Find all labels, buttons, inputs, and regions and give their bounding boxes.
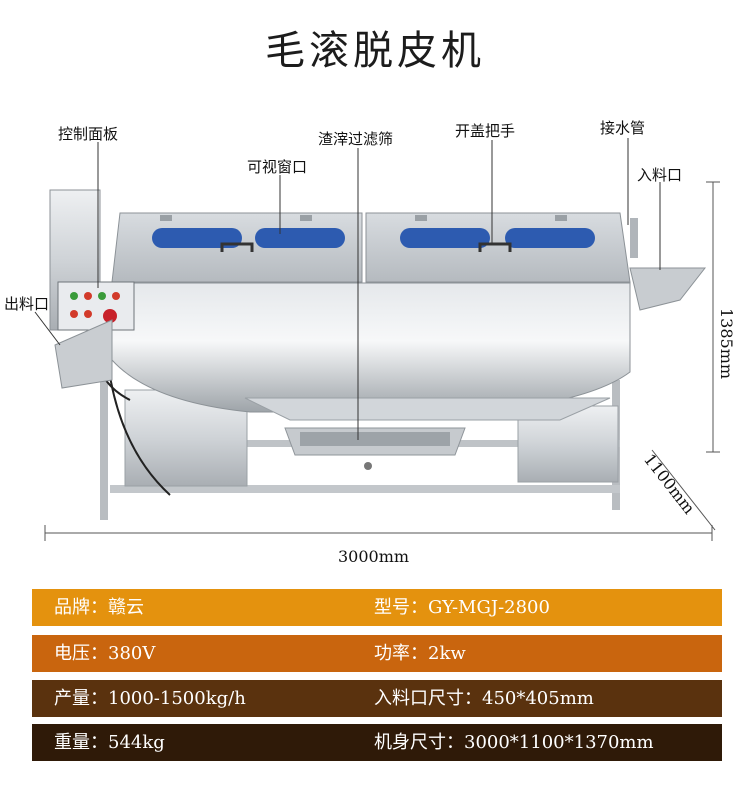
spec-row: 品牌：赣云 型号：GY-MGJ-2800 (32, 589, 722, 626)
page-title: 毛滚脱皮机 (265, 28, 485, 74)
spec-label: 型号： (374, 597, 428, 618)
spec-row: 电压：380V 功率：2kw (32, 635, 722, 672)
spec-label: 重量： (54, 732, 108, 753)
height-dimension: 1385mm (717, 308, 736, 380)
spec-label: 电压： (54, 643, 108, 664)
outlet-label: 出料口 (4, 295, 50, 313)
view-window-label: 可视窗口 (247, 158, 308, 176)
spec-label: 入料口尺寸： (374, 688, 482, 709)
spec-value: 3000*1100*1370mm (464, 732, 654, 753)
spec-value: GY-MGJ-2800 (428, 597, 550, 618)
control-panel (57, 281, 135, 331)
lid-handle-label: 开盖把手 (455, 122, 516, 140)
spec-value: 赣云 (108, 597, 144, 618)
width-dimension-line (651, 449, 716, 531)
water-pipe-label: 接水管 (600, 119, 646, 137)
spec-label: 功率： (374, 643, 428, 664)
spec-row: 重量：544kg 机身尺寸：3000*1100*1370mm (32, 724, 722, 761)
spec-row: 产量：1000-1500kg/h 入料口尺寸：450*405mm (32, 680, 722, 717)
spec-label: 产量： (54, 688, 108, 709)
spec-label: 品牌： (54, 597, 108, 618)
spec-value: 450*405mm (482, 688, 594, 709)
spec-value: 380V (108, 643, 156, 664)
inlet-label: 入料口 (637, 166, 683, 184)
length-dimension: 3000mm (338, 547, 410, 566)
control-panel-label: 控制面板 (58, 125, 119, 143)
machine-illustration (34, 138, 720, 541)
spec-value: 1000-1500kg/h (108, 688, 246, 709)
spec-value: 544kg (108, 732, 165, 753)
spec-value: 2kw (428, 643, 466, 664)
residue-filter-label: 渣滓过滤筛 (318, 130, 394, 148)
spec-label: 机身尺寸： (374, 732, 464, 753)
